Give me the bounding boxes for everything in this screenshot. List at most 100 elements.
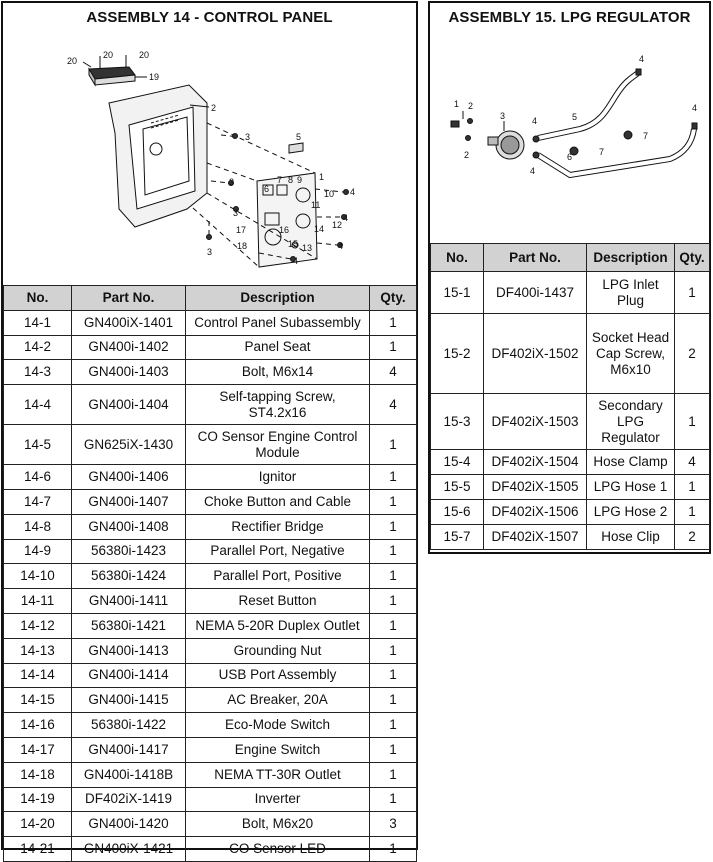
callout-4: 4	[530, 166, 535, 176]
cell-description: Hose Clip	[586, 524, 675, 550]
cell-no: 14-18	[3, 761, 72, 788]
callout-3: 3	[245, 132, 250, 142]
cell-qty: 1	[369, 588, 417, 614]
cell-no: 14-15	[3, 687, 72, 714]
cell-qty: 4	[369, 359, 417, 386]
cell-part-no: GN400i-1407	[71, 488, 186, 515]
cell-description: Parallel Port, Positive	[185, 563, 370, 590]
cell-no: 14-9	[3, 538, 72, 565]
cell-description: NEMA 5-20R Duplex Outlet	[185, 612, 370, 639]
header-no: No.	[430, 243, 484, 272]
cell-no: 15-1	[430, 271, 484, 314]
callout-2: 2	[468, 101, 473, 111]
cell-qty: 2	[674, 524, 710, 550]
cell-part-no: DF402iX-1506	[483, 499, 587, 525]
cell-part-no: DF400i-1437	[483, 271, 587, 314]
cell-part-no: GN400i-1406	[71, 464, 186, 490]
cell-qty: 3	[369, 811, 417, 838]
cell-part-no: DF402iX-1507	[483, 524, 587, 550]
callout-12: 12	[332, 220, 342, 230]
cell-description: Choke Button and Cable	[185, 488, 370, 515]
cell-no: 14-7	[3, 488, 72, 515]
cell-no: 14-14	[3, 662, 72, 689]
assembly-14-panel: ASSEMBLY 14 - CONTROL PANEL	[1, 1, 418, 862]
callout-14: 14	[314, 224, 324, 234]
cell-description: NEMA TT-30R Outlet	[185, 761, 370, 788]
cell-description: LPG Hose 2	[586, 499, 675, 525]
cell-qty: 1	[369, 637, 417, 664]
cell-no: 15-4	[430, 449, 484, 475]
callout-19: 19	[149, 72, 159, 82]
callout-5: 5	[572, 112, 577, 122]
cell-description: AC Breaker, 20A	[185, 687, 370, 714]
cell-qty: 1	[369, 513, 417, 540]
header-qty: Qty.	[674, 243, 710, 272]
cell-description: Socket Head Cap Screw, M6x10	[586, 313, 675, 394]
cell-part-no: GN400iX-1421	[71, 836, 186, 862]
callout-4: 4	[350, 187, 355, 197]
cell-part-no: GN400iX-1401	[71, 309, 186, 336]
header-part-no: Part No.	[71, 285, 186, 311]
cell-description: Grounding Nut	[185, 637, 370, 664]
cell-description: Reset Button	[185, 588, 370, 614]
callout-8: 8	[288, 175, 293, 185]
callout-9: 9	[297, 175, 302, 185]
callout-1: 1	[454, 99, 459, 109]
inlet-plug-drawing	[450, 120, 460, 128]
table-header-row: No. Part No. Description Qty.	[3, 285, 417, 311]
assembly-15-title: ASSEMBLY 15. LPG REGULATOR	[448, 9, 691, 26]
cell-no: 15-3	[430, 393, 484, 450]
cell-qty: 1	[369, 334, 417, 361]
cell-no: 14-17	[3, 736, 72, 763]
cell-qty: 4	[674, 449, 710, 475]
cell-part-no: 56380i-1423	[71, 538, 186, 565]
cell-description: USB Port Assembly	[185, 662, 370, 689]
cell-description: Bolt, M6x20	[185, 811, 370, 838]
cell-no: 15-5	[430, 474, 484, 500]
cell-no: 14-21	[3, 836, 72, 862]
callout-3: 3	[229, 177, 234, 187]
inverter-drawing	[82, 55, 136, 87]
cell-part-no: GN625iX-1430	[71, 424, 186, 466]
cell-part-no: GN400i-1415	[71, 687, 186, 714]
cell-qty: 1	[369, 786, 417, 813]
cell-no: 14-3	[3, 359, 72, 386]
cell-qty: 1	[369, 612, 417, 639]
cell-description: Bolt, M6x14	[185, 359, 370, 386]
control-panel-exploded-diagram: 20 20 20 19 2 3 5 1 3 3 3 4 4 4 4 10 7 6…	[67, 50, 355, 268]
cell-description: Rectifier Bridge	[185, 513, 370, 540]
cell-qty: 1	[369, 761, 417, 788]
callout-4: 4	[338, 241, 343, 251]
cell-description: LPG Inlet Plug	[586, 271, 675, 314]
callout-6: 6	[567, 152, 572, 162]
callout-4: 4	[639, 54, 644, 64]
callout-3: 3	[233, 208, 238, 218]
cell-part-no: GN400i-1418B	[71, 761, 186, 788]
cell-qty: 1	[369, 563, 417, 590]
cell-no: 14-6	[3, 464, 72, 490]
cell-qty: 1	[674, 271, 710, 314]
cell-part-no: DF402iX-1503	[483, 393, 587, 450]
callout-2: 2	[211, 103, 216, 113]
cell-description: Ignitor	[185, 464, 370, 490]
cell-no: 14-5	[3, 424, 72, 466]
table-header-row: No. Part No. Description Qty.	[430, 243, 710, 272]
callout-4: 4	[293, 256, 298, 266]
callout-1: 1	[319, 172, 324, 182]
cell-description: Self-tapping Screw, ST4.2x16	[185, 384, 370, 426]
callout-13: 13	[302, 243, 312, 253]
